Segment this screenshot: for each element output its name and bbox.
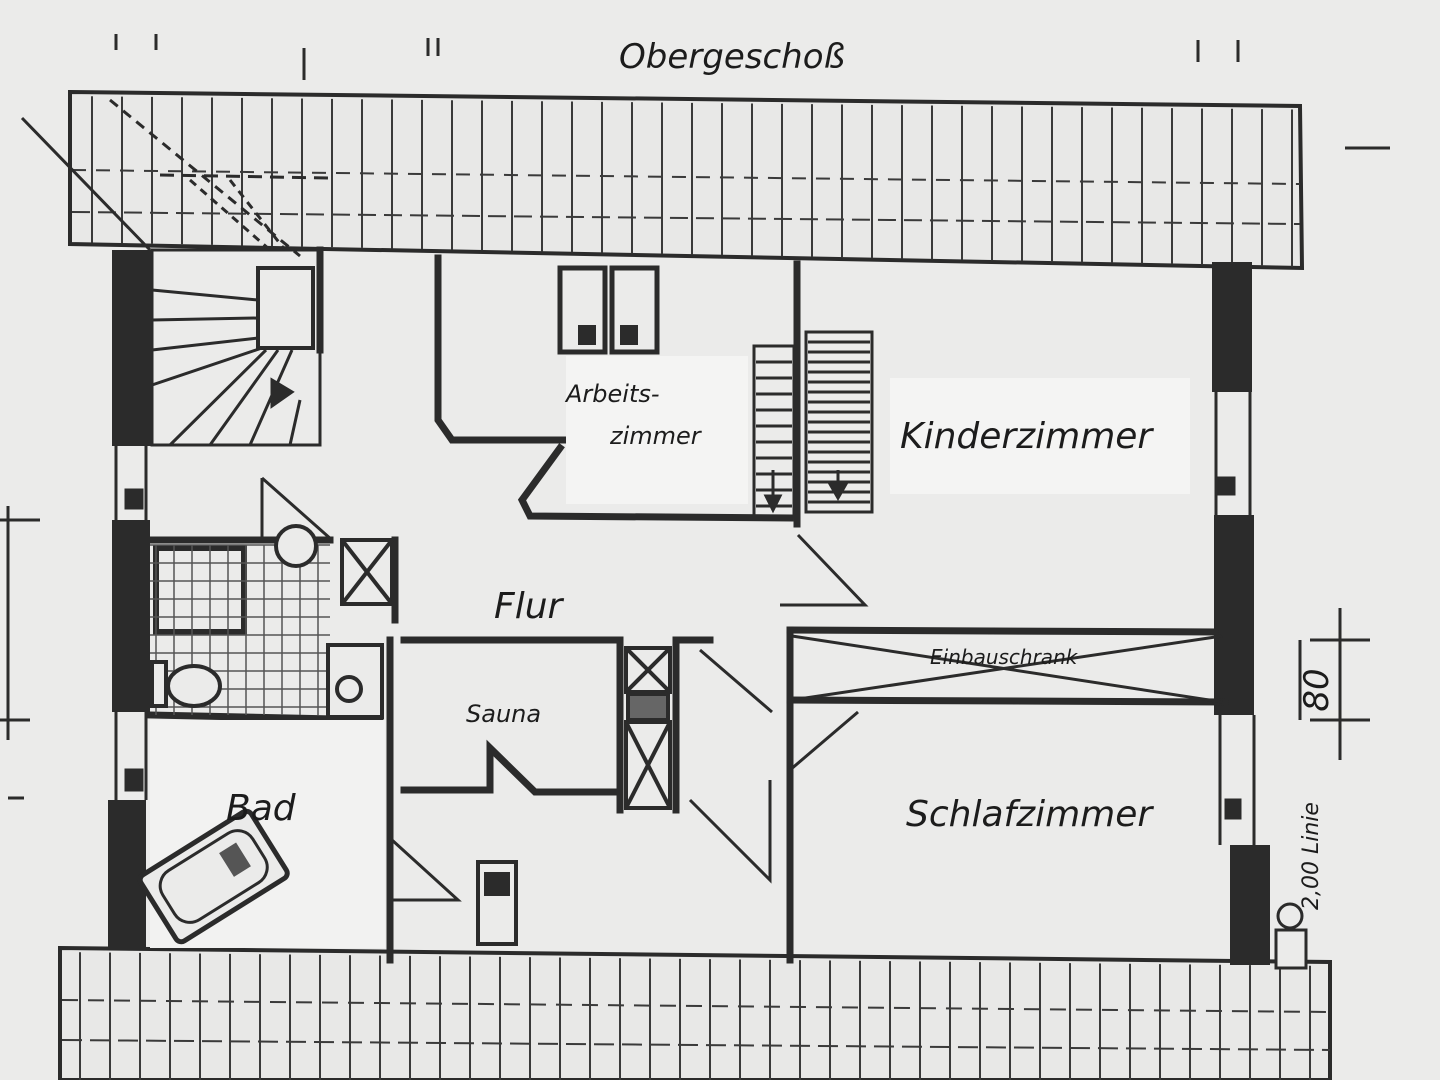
room-label-sauna: Sauna: [466, 700, 541, 728]
dimension-left: [0, 506, 40, 800]
roof-band-bottom: [58, 945, 1332, 1080]
door-swings: [260, 476, 869, 902]
dimension-label: 80: [1297, 668, 1337, 711]
label-patch-kinderzimmer: [890, 378, 1190, 494]
roof-diagonal: [20, 116, 152, 252]
linie-label: 2,00 Linie: [1299, 802, 1324, 910]
room-label-arbeitszimmer-2: zimmer: [609, 422, 703, 450]
sauna-fixtures: [476, 646, 672, 946]
bad-fixtures: [137, 524, 394, 948]
room-label-bad: Bad: [226, 788, 297, 829]
plan-title: Obergeschoß: [619, 37, 845, 77]
ladder-stairs: [752, 330, 874, 518]
label-patch-arbeitszimmer: [566, 356, 748, 504]
chimney-detail: [1274, 902, 1308, 970]
room-label-einbauschrank: Einbauschrank: [930, 645, 1079, 669]
interior-walls: [144, 246, 1229, 964]
room-label-schlafzimmer: Schlafzimmer: [906, 794, 1154, 835]
room-label-arbeitszimmer-1: Arbeits-: [564, 380, 660, 408]
wardrobe-arbeitszimmer: [557, 265, 660, 355]
exterior-walls: [108, 250, 1270, 965]
roof-band-top: [68, 89, 1305, 271]
einbauschrank-cross: [791, 634, 1223, 704]
top-ticks: [114, 34, 1390, 150]
room-label-flur: Flur: [494, 586, 565, 627]
windows-left: [114, 392, 1256, 845]
spiral-staircase: [109, 98, 331, 447]
room-label-kinderzimmer: Kinderzimmer: [900, 416, 1154, 457]
dimension-marker: [1298, 608, 1370, 760]
